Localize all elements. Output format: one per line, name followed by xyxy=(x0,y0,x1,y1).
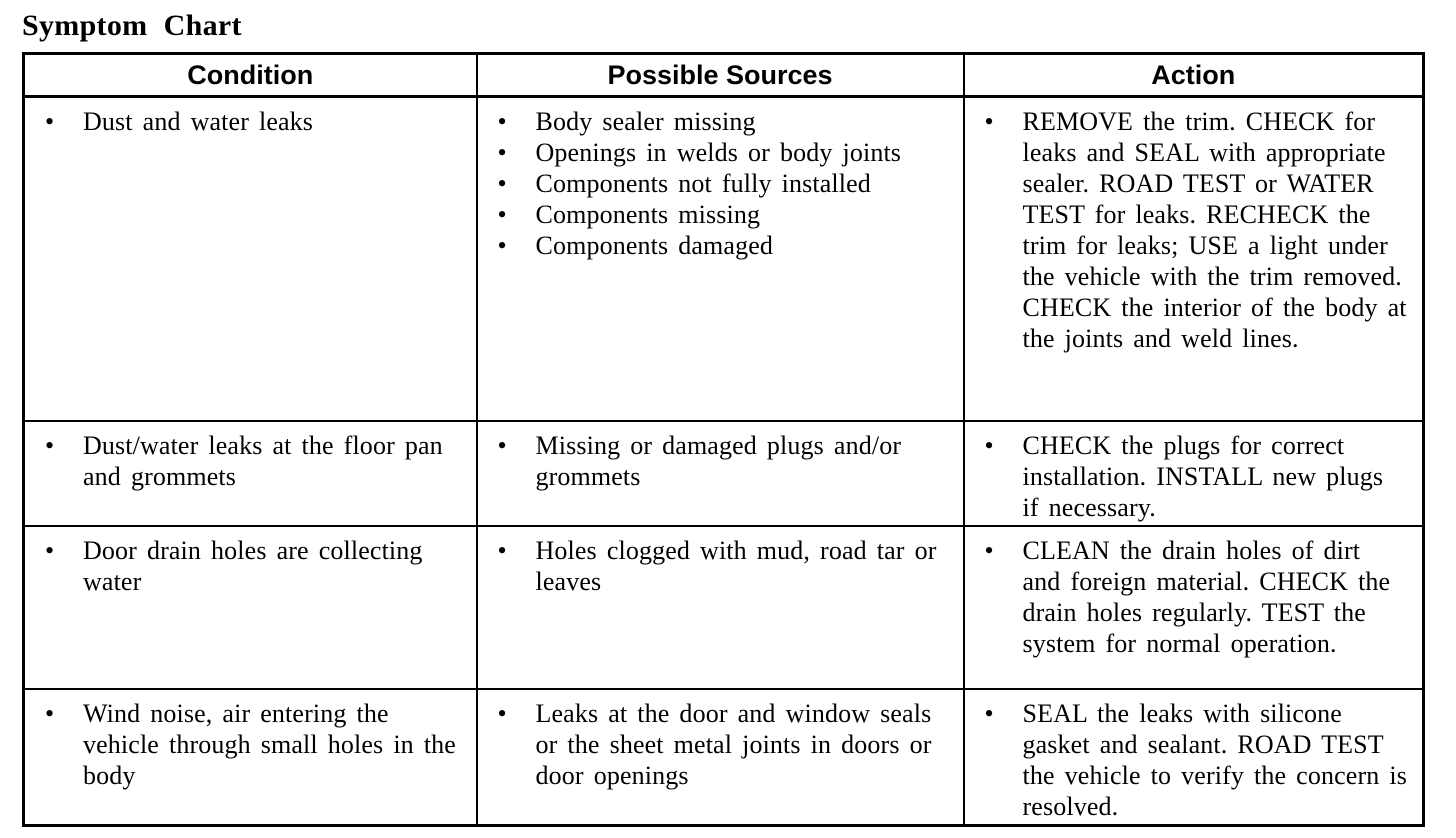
action-cell: • CHECK the plugs for correct installatio… xyxy=(962,420,1425,527)
bullet-text: SEAL the leaks with silicone gasket and … xyxy=(1022,699,1407,821)
bullet-item: • Components not fully installed xyxy=(494,168,949,199)
bullet-icon: • xyxy=(45,699,55,728)
bullet-text: Body sealer missing xyxy=(535,107,756,136)
bullet-icon: • xyxy=(497,200,507,229)
bullet-text: Dust and water leaks xyxy=(83,107,314,136)
condition-cell: • Dust/water leaks at the floor pan and g… xyxy=(22,420,478,527)
bullet-text: Components missing xyxy=(535,200,761,229)
bullet-text: Components damaged xyxy=(535,231,774,260)
bullet-icon: • xyxy=(45,536,55,565)
bullet-item: • Components damaged xyxy=(494,230,949,261)
bullet-icon: • xyxy=(45,431,55,460)
bullet-item: • CLEAN the drain holes of dirt and forei… xyxy=(981,535,1409,659)
sources-cell: • Missing or damaged plugs and/or grommet… xyxy=(475,420,965,527)
table-row: • Dust/water leaks at the floor pan and g… xyxy=(22,420,1425,527)
header-row: Condition Possible Sources Action xyxy=(22,52,1425,98)
condition-cell: • Dust and water leaks xyxy=(22,95,478,422)
bullet-item: • CHECK the plugs for correct installatio… xyxy=(981,430,1409,523)
sources-cell: • Holes clogged with mud, road tar or lea… xyxy=(475,525,965,690)
bullet-text: Openings in welds or body joints xyxy=(535,138,902,167)
bullet-icon: • xyxy=(984,431,994,460)
bullet-item: • Dust/water leaks at the floor pan and g… xyxy=(41,430,462,492)
action-cell: • CLEAN the drain holes of dirt and forei… xyxy=(962,525,1425,690)
bullet-icon: • xyxy=(497,699,507,728)
bullet-text: Dust/water leaks at the floor pan and gr… xyxy=(83,431,443,491)
header-action: Action xyxy=(962,52,1425,98)
table-row: • Door drain holes are collecting water • H… xyxy=(22,525,1425,690)
bullet-item: • Openings in welds or body joints xyxy=(494,137,949,168)
symptom-chart-table: Condition Possible Sources Action • Dust … xyxy=(22,52,1425,827)
bullet-item: • Dust and water leaks xyxy=(41,106,462,137)
header-condition: Condition xyxy=(22,52,478,98)
bullet-icon: • xyxy=(497,138,507,167)
bullet-text: Door drain holes are collecting water xyxy=(83,536,423,596)
bullet-icon: • xyxy=(984,536,994,565)
bullet-text: CLEAN the drain holes of dirt and foreig… xyxy=(1022,536,1391,658)
bullet-item: • Door drain holes are collecting water xyxy=(41,535,462,597)
bullet-text: Wind noise, air entering the vehicle thr… xyxy=(83,699,456,790)
bullet-item: • Missing or damaged plugs and/or grommet… xyxy=(494,430,949,492)
condition-cell: • Door drain holes are collecting water xyxy=(22,525,478,690)
bullet-item: • Body sealer missing xyxy=(494,106,949,137)
bullet-icon: • xyxy=(984,699,994,728)
table-row: • Dust and water leaks • Body sealer missin… xyxy=(22,95,1425,422)
bullet-text: Leaks at the door and window seals or th… xyxy=(535,699,932,790)
bullet-text: CHECK the plugs for correct installation… xyxy=(1022,431,1384,522)
bullet-text: Holes clogged with mud, road tar or leav… xyxy=(535,536,937,596)
bullet-icon: • xyxy=(45,107,55,136)
bullet-item: • Components missing xyxy=(494,199,949,230)
bullet-item: • SEAL the leaks with silicone gasket and… xyxy=(981,698,1409,822)
action-cell: • SEAL the leaks with silicone gasket and… xyxy=(962,688,1425,827)
bullet-icon: • xyxy=(497,536,507,565)
bullet-icon: • xyxy=(497,107,507,136)
bullet-item: • REMOVE the trim. CHECK for leaks and SE… xyxy=(981,106,1409,354)
bullet-text: REMOVE the trim. CHECK for leaks and SEA… xyxy=(1022,107,1407,353)
bullet-icon: • xyxy=(497,431,507,460)
bullet-item: • Wind noise, air entering the vehicle th… xyxy=(41,698,462,791)
page-title: Symptom Chart xyxy=(22,9,242,42)
condition-cell: • Wind noise, air entering the vehicle th… xyxy=(22,688,478,827)
header-possible-sources: Possible Sources xyxy=(475,52,965,98)
document-page: Symptom Chart Condition Possible Sources… xyxy=(0,8,1456,838)
sources-cell: • Body sealer missing • Openings in welds o… xyxy=(475,95,965,422)
bullet-icon: • xyxy=(984,107,994,136)
sources-cell: • Leaks at the door and window seals or t… xyxy=(475,688,965,827)
bullet-text: Missing or damaged plugs and/or grommets xyxy=(535,431,902,491)
bullet-text: Components not fully installed xyxy=(535,169,871,198)
bullet-item: • Leaks at the door and window seals or t… xyxy=(494,698,949,791)
action-cell: • REMOVE the trim. CHECK for leaks and SE… xyxy=(962,95,1425,422)
bullet-icon: • xyxy=(497,231,507,260)
bullet-item: • Holes clogged with mud, road tar or lea… xyxy=(494,535,949,597)
symptom-table-body: • Dust and water leaks • Body sealer missin… xyxy=(22,95,1425,827)
bullet-icon: • xyxy=(497,169,507,198)
table-row: • Wind noise, air entering the vehicle th… xyxy=(22,688,1425,827)
